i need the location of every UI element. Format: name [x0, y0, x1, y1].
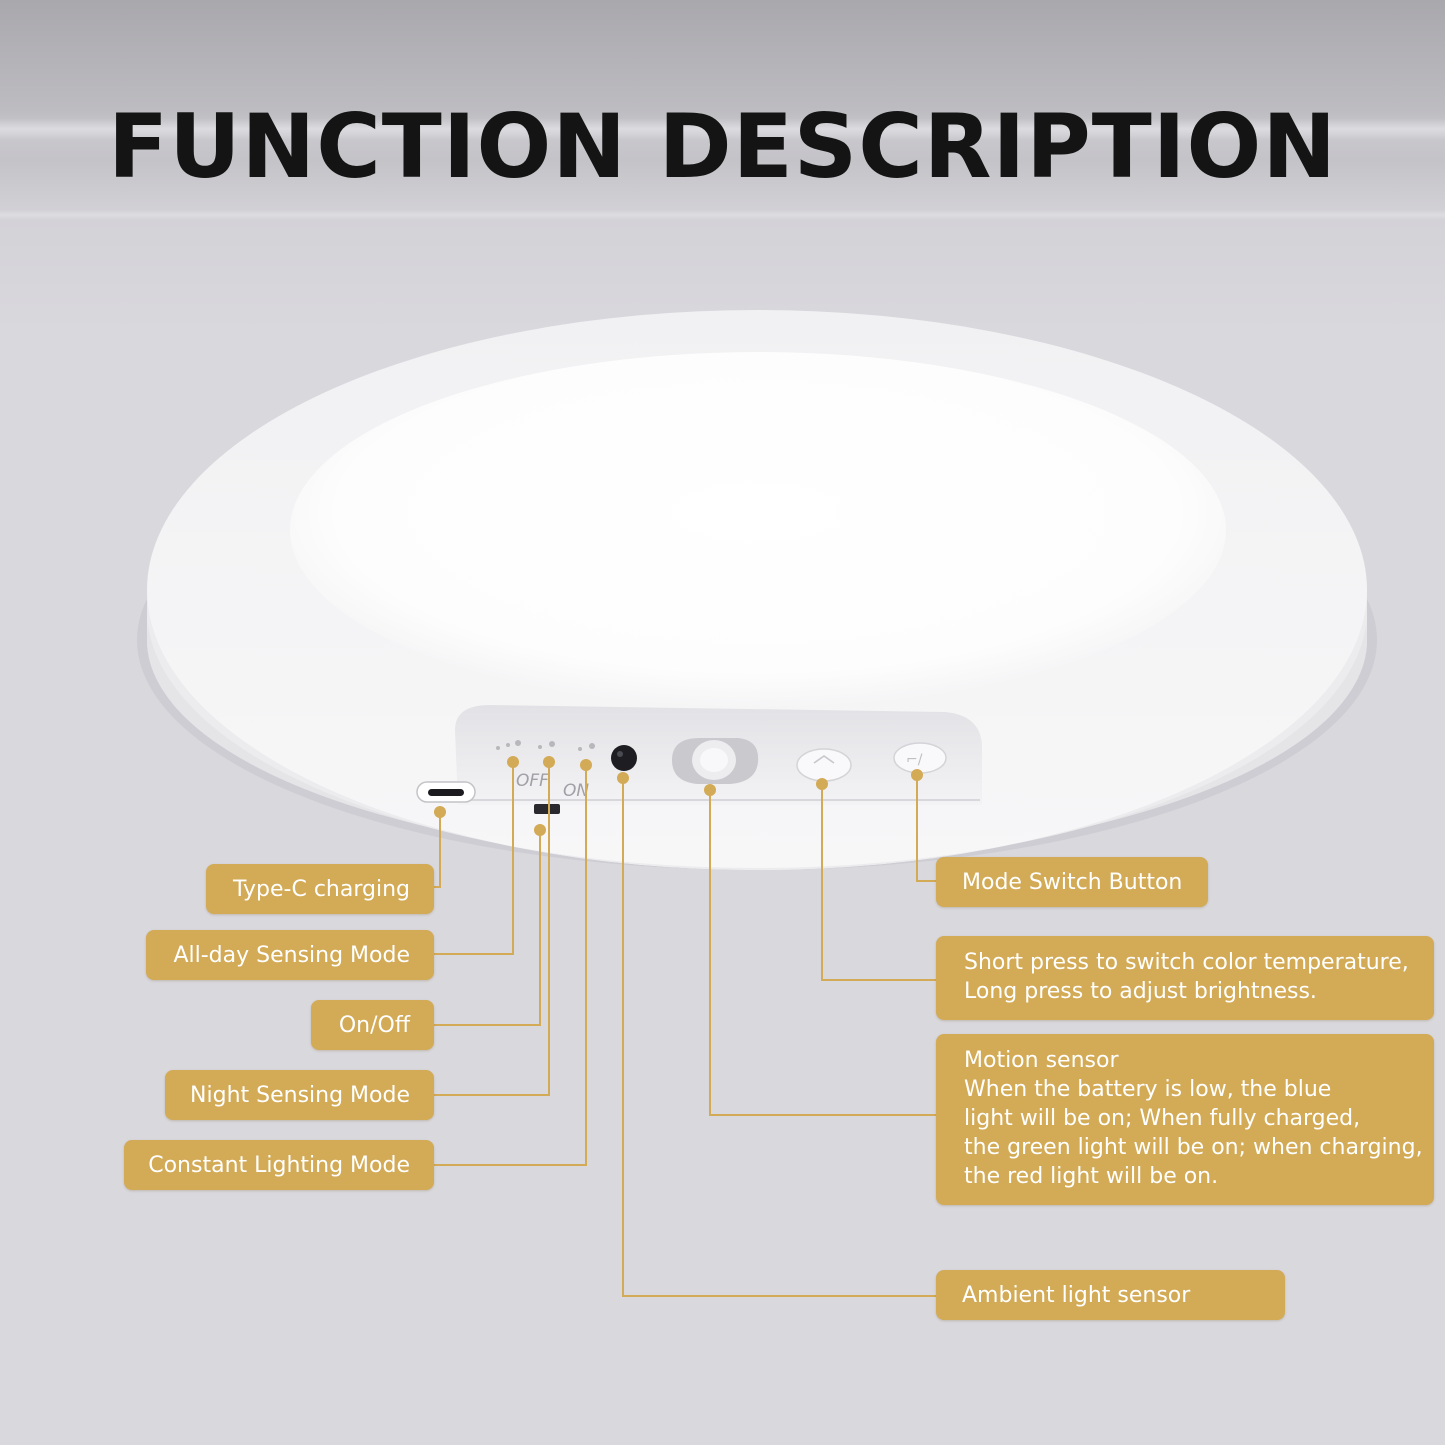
label-night-sensing-mode: Night Sensing Mode [165, 1070, 434, 1120]
switch-on-label: ON [563, 781, 589, 801]
background-light-band [0, 118, 1445, 140]
light-panel [290, 352, 1226, 708]
mode-indicator-icons [496, 740, 595, 751]
motion-line: the green light will be on; when chargin… [964, 1135, 1423, 1160]
label-ambient-light-sensor: Ambient light sensor [936, 1270, 1285, 1320]
label-on-off: On/Off [311, 1000, 434, 1050]
brightness-icon [813, 755, 835, 764]
label-text: All-day Sensing Mode [173, 942, 410, 968]
ambient-light-sensor-icon [611, 745, 637, 771]
label-text: On/Off [338, 1012, 410, 1038]
type-c-port-icon [428, 789, 464, 796]
label-text: Mode Switch Button [962, 869, 1183, 895]
label-press-instructions: Short press to switch color temperature,… [936, 936, 1434, 1020]
motion-line: When the battery is low, the blue [964, 1077, 1332, 1102]
label-text: Night Sensing Mode [190, 1082, 410, 1108]
label-motion-sensor: Motion sensor When the battery is low, t… [936, 1034, 1434, 1205]
motion-line: the red light will be on. [964, 1164, 1219, 1189]
label-type-c-charging: Type-C charging [206, 864, 434, 914]
label-constant-lighting-mode: Constant Lighting Mode [124, 1140, 434, 1190]
mode-icon: ⌐/ [906, 752, 923, 768]
press-line: Short press to switch color temperature, [964, 950, 1409, 975]
label-text: Ambient light sensor [962, 1282, 1191, 1308]
mode-slide-switch[interactable] [534, 804, 560, 814]
label-text: Type-C charging [233, 876, 410, 902]
motion-line: Motion sensor [964, 1048, 1119, 1073]
page-title: FUNCTION DESCRIPTION [107, 95, 1337, 198]
connector-dots [434, 756, 923, 836]
press-line: Long press to adjust brightness. [964, 979, 1317, 1004]
background-light-band [0, 210, 1445, 220]
color-temperature-button[interactable] [796, 748, 852, 782]
motion-line: light will be on; When fully charged, [964, 1106, 1361, 1131]
label-mode-switch-button: Mode Switch Button [936, 857, 1208, 907]
label-all-day-sensing-mode: All-day Sensing Mode [146, 930, 434, 980]
connector-lines [434, 762, 936, 1297]
switch-off-label: OFF [516, 771, 549, 791]
label-text: Constant Lighting Mode [148, 1152, 410, 1178]
